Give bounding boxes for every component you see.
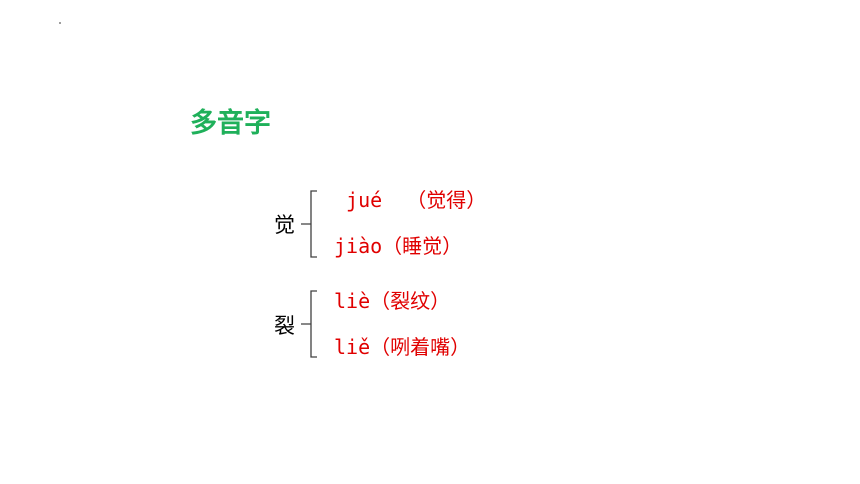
polyphone-character-lie: 裂 [274,314,295,338]
polyphone-character-jue: 觉 [274,213,295,237]
brace-jue [301,190,317,258]
reading-jue-2: jiào（睡觉） [334,234,463,258]
corner-dot [59,22,61,24]
brace-lie [301,290,317,358]
reading-lie-2: liě（咧着嘴） [334,335,471,359]
reading-jue-1: jué （觉得） [334,188,487,212]
slide-title: 多音字 [190,108,271,139]
reading-lie-1: liè（裂纹） [334,289,451,313]
